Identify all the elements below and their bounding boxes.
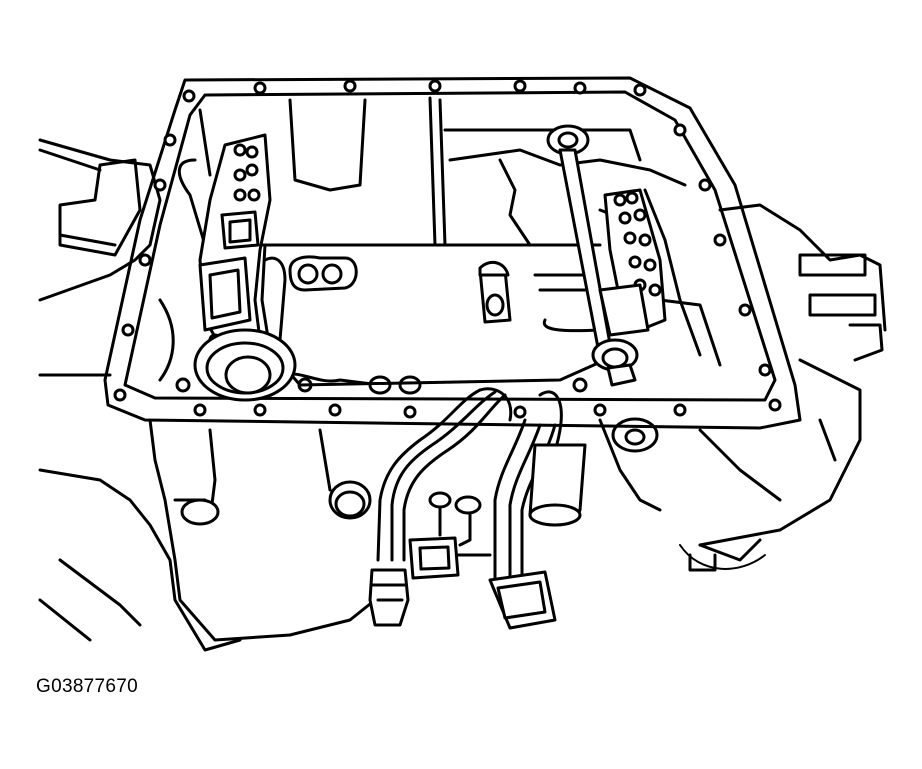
oil-pan-flange [103,76,802,430]
flange-bolt-holes [113,79,782,419]
pan-lower-body [148,417,782,642]
valve-body-right [546,124,667,387]
accumulator-piston [193,328,297,402]
valve-body-plate [260,243,607,387]
wiring-harness [376,387,587,582]
harness-connectors [368,491,557,630]
transmission-case-right [679,203,887,572]
transmission-case-left [38,138,242,652]
valve-body-left [198,133,287,352]
figure-id-label: G03877670 [36,676,139,697]
